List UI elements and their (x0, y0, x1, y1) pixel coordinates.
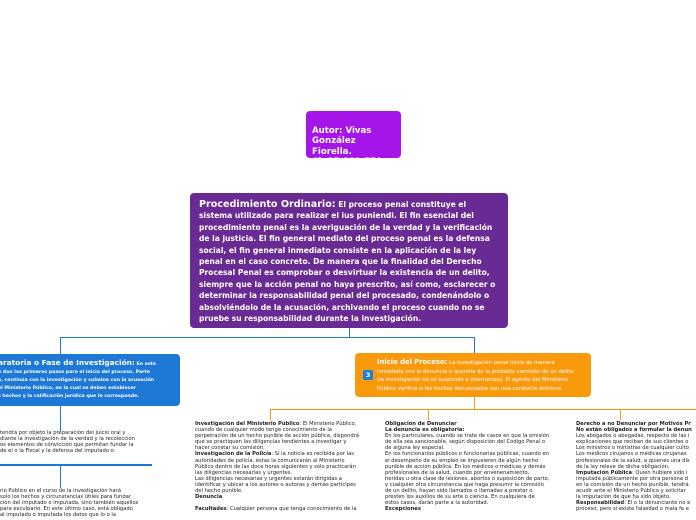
text-line: En los funcionarios públicos o funcionar… (385, 451, 550, 458)
text-line: Los ministros o ministras de cualquier c… (576, 445, 689, 452)
text-line: En los particulares, cuando se trate de … (385, 433, 550, 440)
text-line: presten los auxilios de su arte o cienci… (385, 494, 535, 501)
text-line: punible de acción pública. En los médico… (385, 463, 546, 470)
text-line: : Si la noticia es recibida por las (271, 451, 354, 458)
text-line: : Cualquier persona que tenga conocimien… (226, 506, 357, 513)
text-line: de la ley releve de dicha obligación. (576, 463, 670, 470)
text-line: el desempeño de su empleo se impusieren … (385, 457, 539, 464)
text-line: diante la investigación de la verdad y l… (0, 436, 135, 443)
text-line: Los abogados o abogadas, respecto de las… (576, 433, 690, 440)
connector-orange-children (270, 409, 696, 410)
text-line: explicaciones que reciban de sus cliente… (576, 439, 689, 446)
text-line: Público dentro de las doce horas siguien… (195, 463, 356, 470)
text-line: Las diligencias necesarias y urgentes es… (195, 475, 342, 482)
process-start-line: inmediata con la denuncia o querella de … (377, 368, 574, 375)
text-heading: Investigación de la Policía (195, 451, 272, 458)
text-line: autoridades de policía, éstas la comunic… (195, 457, 345, 464)
text-line: proceso, pero si existe falsedad o mala … (576, 506, 689, 513)
connector-right-drop (474, 337, 475, 353)
text-line: perpetración de un hecho punible de acci… (195, 433, 359, 440)
text-line: Los médicos cirujanos o médicas cirujana… (576, 451, 687, 458)
text-line: acudir ante el Ministerio Público y soli… (576, 488, 686, 495)
text-line: os elementos de convicción que permitan … (0, 442, 134, 449)
text-line: de un delito, hayan sido llamados o llam… (385, 488, 533, 495)
text-line: cuando de cualquier modo tenga conocimie… (195, 427, 332, 434)
text-heading: No están obligados a formular la denun (576, 427, 692, 434)
process-start-node[interactable]: 3 Inicio del Proceso: La investigación p… (355, 353, 591, 397)
investigation-phase-node[interactable]: aratoria o Fase de Investigación: En est… (0, 354, 180, 406)
investigation-phase-title-tail: En esta (134, 362, 157, 367)
process-start-line: Público verifica si los hechos denunciad… (377, 385, 562, 392)
text-line: y cualquier otra circunstancia que haga … (385, 481, 544, 488)
text-line: imputada públicamente por otra persona d (576, 475, 688, 482)
text-line: : Quien hubiere sido i (631, 469, 688, 476)
investigation-phase-line: s hechos y la calificación jurídica que … (0, 394, 140, 399)
investigation-phase-line: el Ministerio Público, en la cual se deb… (0, 386, 136, 391)
right-to-not-denounce-text[interactable]: Derecho a no Denunciar por Motivos Pr No… (576, 421, 696, 520)
connector-main-stem (349, 328, 350, 337)
text-line: de el o la Fiscal y la defensa del imput… (0, 448, 114, 455)
text-line: las diligencias necesarias y urgentes. (195, 469, 293, 476)
text-heading: Excepciones (385, 506, 421, 513)
text-line: que se practiquen las diligencias tendie… (195, 439, 347, 446)
connector-left-child2 (60, 466, 61, 488)
investigation-details-text[interactable]: Investigación del Ministerio Público: El… (195, 421, 373, 520)
text-line: de ella sea sancionable, según disposici… (385, 439, 546, 446)
text-line: profesionales de la salud, a quienes una… (576, 457, 690, 464)
text-heading: Responsabilidad (576, 500, 625, 507)
process-start-line: (la investigación no se suspende o inter… (377, 377, 568, 384)
text-line: : El Ministerio Público, (299, 421, 357, 427)
text-line: : El o la denunciante no e (624, 500, 691, 507)
text-line: para exculparlo. En este último caso, es… (0, 506, 133, 513)
process-start-line: La investigación penal inicia de manera (447, 360, 555, 366)
text-heading: Obligación de Denunciar (385, 421, 457, 427)
investigation-phase-line: o, continúa con la investigación y culmi… (0, 378, 155, 383)
text-heading: Facultades (195, 506, 227, 513)
text-line: de alguna ley especial. (385, 445, 445, 452)
text-line: heridas u otra clase de lesiones, aborto… (385, 475, 550, 482)
text-line: solo los hechos y circunstancias útiles … (0, 494, 131, 501)
text-line: ción del imputado o imputada, sino tambi… (0, 500, 139, 507)
text-line: profesionales de la salud, cuando por en… (385, 469, 530, 476)
process-start-title: Inicio del Proceso: (377, 358, 448, 366)
connector-orange-col3 (620, 409, 621, 420)
investigation-object-text[interactable]: tendrá por objeto la preparación del jui… (0, 430, 160, 460)
connector-orange-stem (474, 397, 475, 409)
connector-left-child (60, 406, 61, 431)
text-heading: Denuncia (195, 494, 223, 501)
connector-left-drop (60, 337, 61, 354)
text-line: rio Público en el curso de la investigac… (0, 488, 122, 494)
text-line: la imputación de que ha sido objeto. (576, 494, 671, 501)
text-line: identificar y ubicar a los autores o aut… (195, 481, 356, 488)
connector-left-divider (0, 464, 152, 466)
text-heading: Investigación del Ministerio Público (195, 421, 300, 427)
text-line: tendrá por objeto la preparación del jui… (0, 430, 126, 436)
text-line: en la comisión de un hecho punible, tend… (576, 481, 689, 488)
text-heading: Imputación Pública (576, 469, 632, 476)
author-text: Autor: Vivas González Fiorella. Ci: 27.8… (312, 125, 386, 178)
main-topic-body: El proceso penal constituye el sistema u… (199, 200, 496, 324)
child-count-badge[interactable]: 3 (363, 370, 373, 380)
main-topic-node[interactable]: Procedimiento Ordinario: El proceso pena… (190, 193, 508, 328)
investigation-phase-line: e dan los primeros pasos para el inicio … (0, 370, 150, 375)
text-line: del hecho punible. (195, 488, 243, 495)
text-heading: Derecho a no Denunciar por Motivos Pr (576, 421, 691, 427)
text-line: estos casos, darán parte a la autoridad. (385, 500, 489, 507)
text-line: al imputado o imputada los datos que lo … (0, 512, 117, 519)
connector-orange-col1 (270, 409, 271, 420)
text-line: hacer constar su comisión. (195, 445, 265, 452)
connector-orange-col2 (428, 409, 429, 420)
ministerio-publico-text[interactable]: rio Público en el curso de la investigac… (0, 488, 160, 520)
author-node[interactable]: Autor: Vivas González Fiorella. Ci: 27.8… (306, 111, 401, 178)
connector-main-to-branches (60, 337, 475, 338)
obligation-denounce-text[interactable]: Obligación de Denunciar La denuncia es o… (385, 421, 563, 520)
main-topic-title: Procedimiento Ordinario: (199, 199, 336, 210)
text-heading: La denuncia es obligatoria: (385, 427, 465, 434)
investigation-phase-title: aratoria o Fase de Investigación: (0, 358, 135, 367)
